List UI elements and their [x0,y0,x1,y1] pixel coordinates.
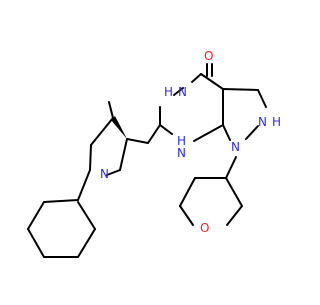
bond [159,124,173,135]
atom-n-bottom: N [177,146,186,160]
atom-h-pyrazole: H [272,115,281,129]
bond [222,124,231,141]
atom-h-bottom: H [177,134,186,148]
atom-n-pyrazole-h: N [258,115,267,129]
bond [245,125,259,140]
bond [200,73,224,90]
bond [126,138,149,144]
bond [27,228,45,258]
bond [222,88,259,91]
bond [191,73,202,83]
bond [225,156,237,179]
bond [226,205,243,226]
bond [147,124,161,144]
wedge-bond [111,116,127,139]
bond [193,124,224,142]
bond [179,205,194,226]
bond [225,177,243,207]
bond [27,201,45,230]
atom-n-pyrrolidine: N [100,167,109,181]
atom-n-pyrazole-sub: N [231,140,240,154]
atom-o-ring: O [200,221,209,235]
bond [77,228,96,258]
bond [108,101,114,119]
bond [43,199,79,203]
bond [77,169,91,201]
atom-h-amide: H [164,85,173,99]
atom-n-amide: N [178,85,187,99]
bond [90,117,114,146]
bond [257,89,267,108]
bond [173,87,184,96]
molecule-structure: O O N H N H N H N N [27,49,281,258]
bond [179,177,196,207]
bond [106,169,121,176]
atom-o-carbonyl: O [204,49,213,63]
bond [89,144,92,171]
bond [77,201,96,230]
molecule-structure-canvas: O O N H N H N H N N [27,49,281,258]
bond [119,138,128,171]
